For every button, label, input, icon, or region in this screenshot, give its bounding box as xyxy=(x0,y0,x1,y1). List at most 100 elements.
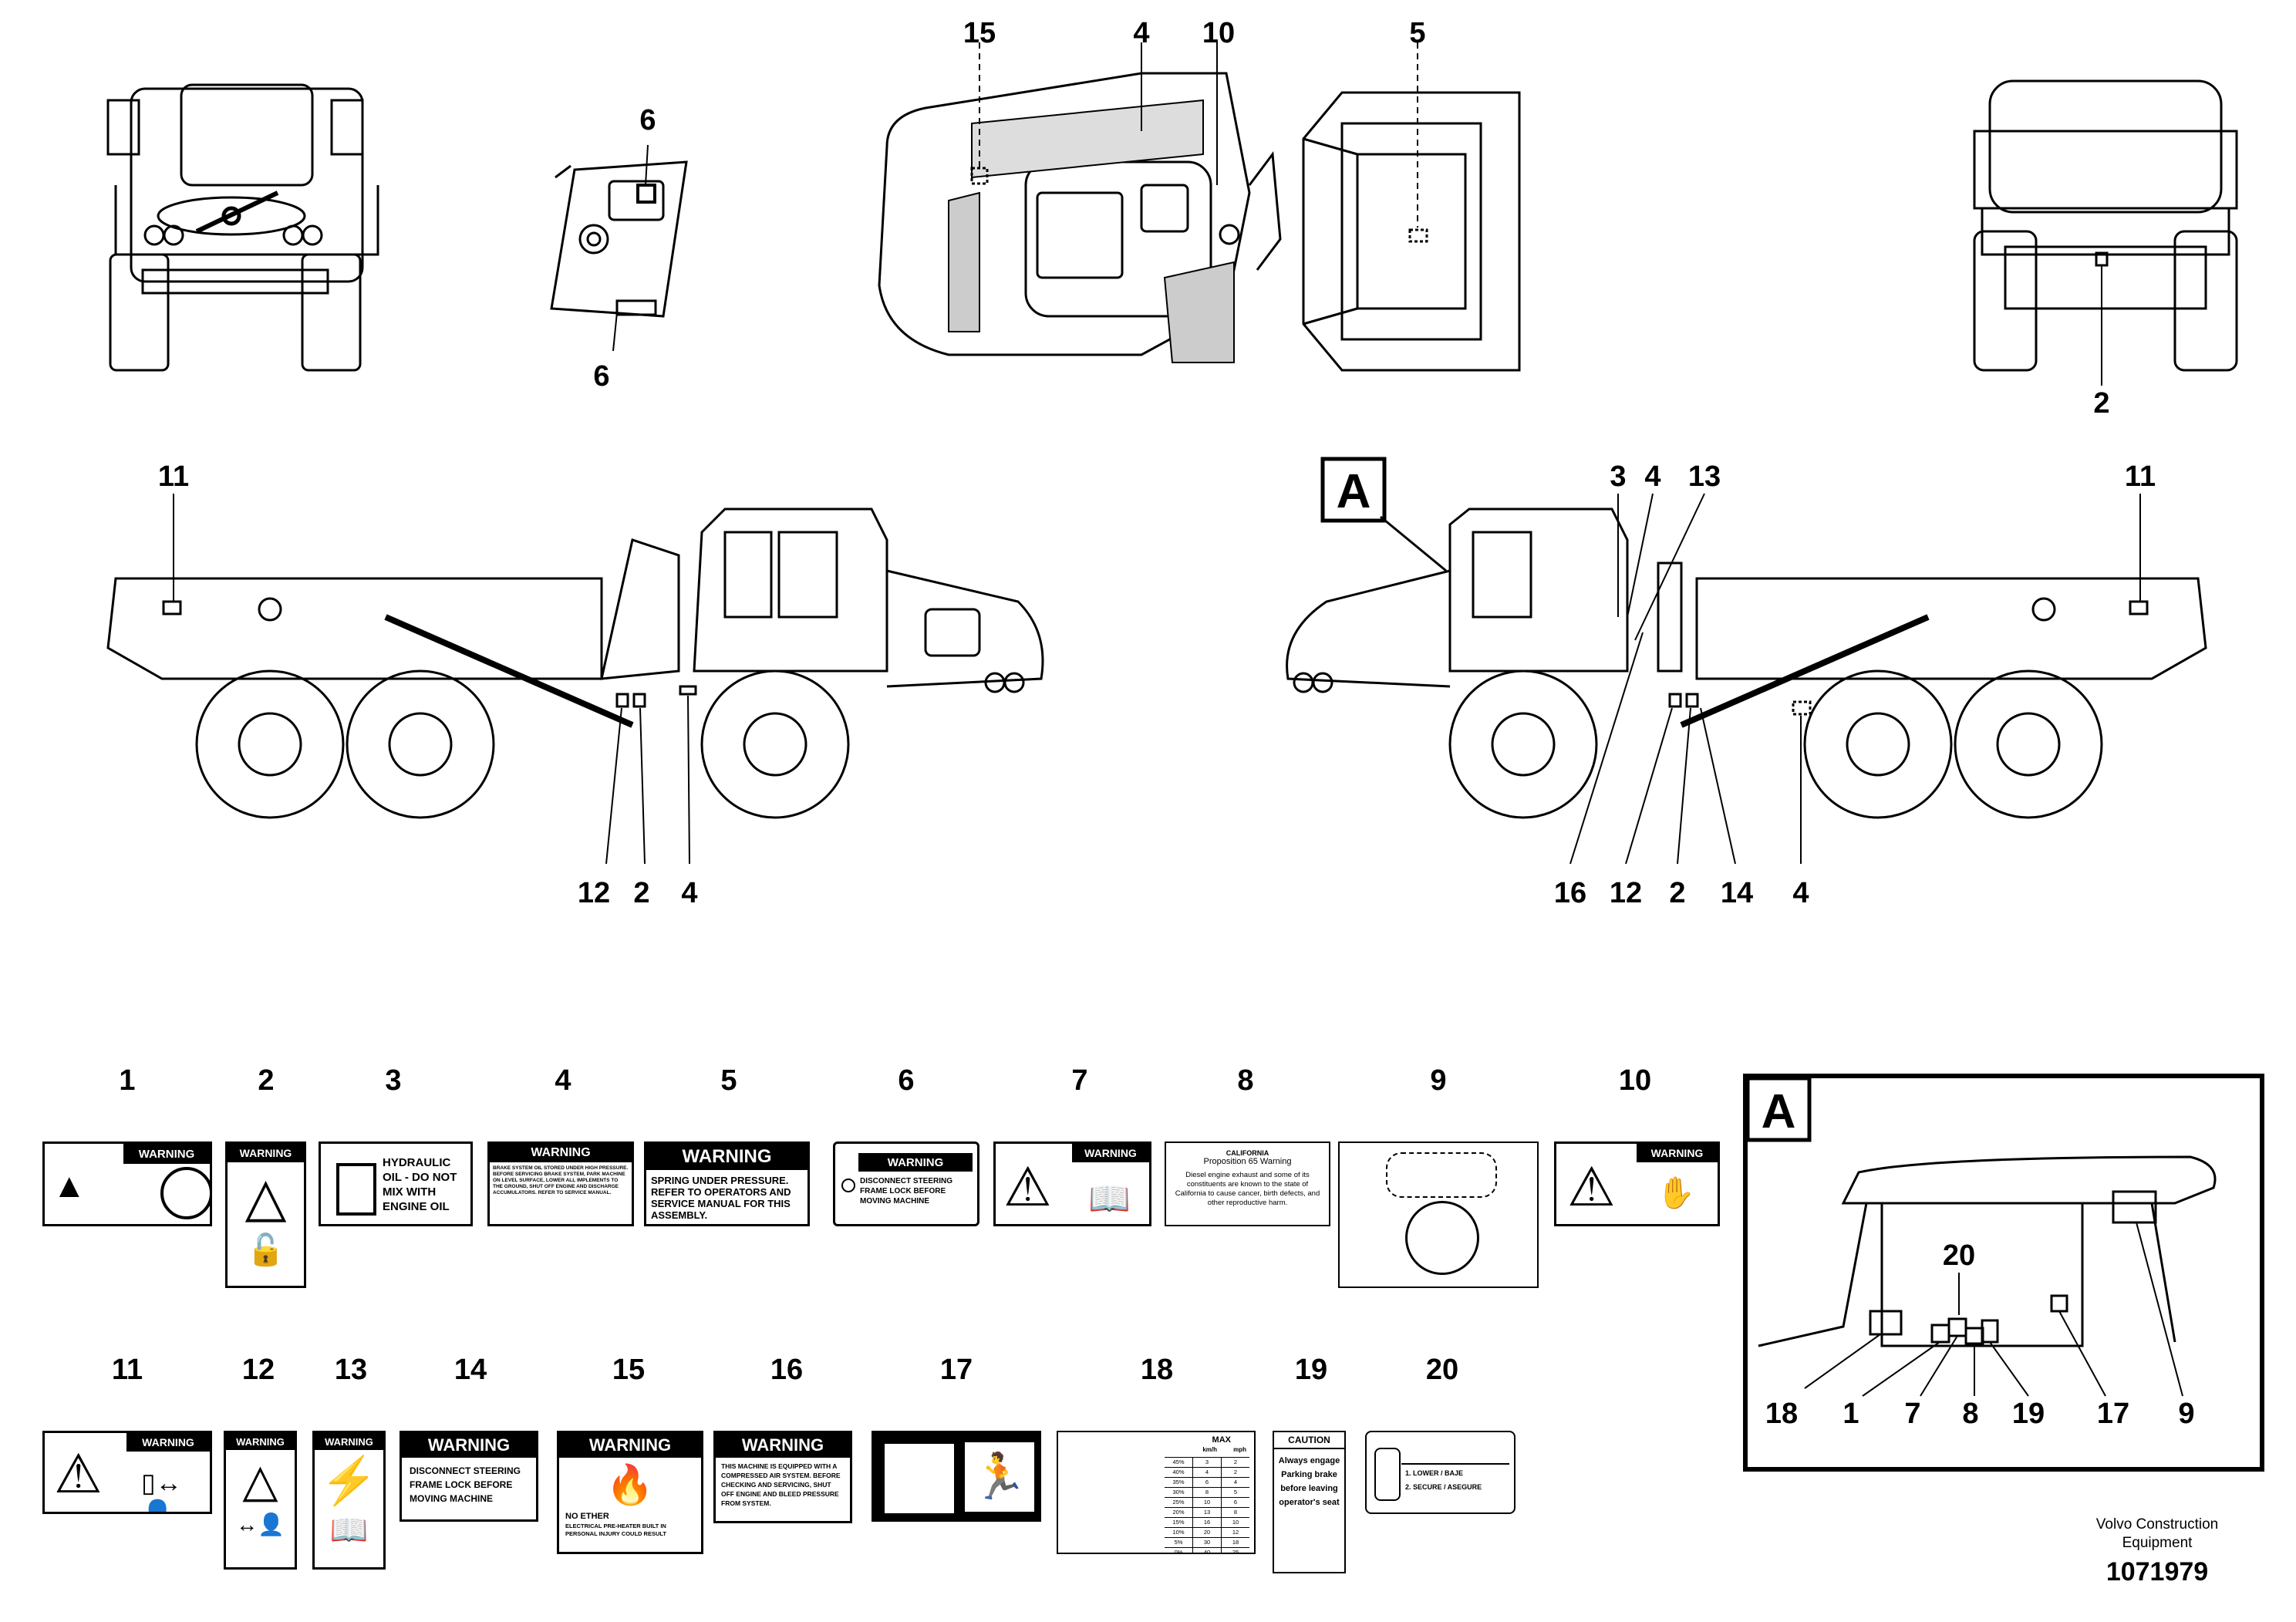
decal-number: 8 xyxy=(1237,1064,1254,1097)
grade-cell: 45% xyxy=(1172,1458,1185,1465)
grade-cell: 25% xyxy=(1172,1499,1185,1506)
decal-header: CAUTION xyxy=(1274,1432,1344,1449)
grade-cell: 10% xyxy=(1172,1529,1185,1536)
table-header-mph: mph xyxy=(1233,1446,1246,1453)
grade-cell: 6 xyxy=(1221,1498,1249,1507)
callout-2-rear: 2 xyxy=(2093,387,2109,420)
keep-distance-icon: ▯↔👤 xyxy=(141,1469,182,1514)
decal-header: WARNING xyxy=(402,1433,536,1458)
callout-3-right: 3 xyxy=(1610,460,1626,493)
detail-a-marker: A xyxy=(1337,465,1371,518)
decal-20: 1. LOWER / BAJE 2. SECURE / ASEGURE xyxy=(1365,1431,1515,1514)
detail-callout-8: 8 xyxy=(1962,1398,1978,1430)
decal-title: CALIFORNIA xyxy=(1226,1149,1269,1157)
callout-5-top: 5 xyxy=(1409,17,1425,49)
grade-cell: 18 xyxy=(1221,1538,1249,1547)
emergency-exit-icon: 🏃 xyxy=(965,1442,1034,1512)
lower-secure-diagram-icon xyxy=(1401,1440,1509,1465)
detail-callout-17: 17 xyxy=(2097,1398,2129,1430)
grade-cell: 2 xyxy=(1221,1458,1249,1467)
detail-callout-18: 18 xyxy=(1765,1398,1798,1430)
oil-reservoir-icon xyxy=(336,1163,376,1216)
grade-cell: 25 xyxy=(1221,1548,1249,1553)
decal-header: WARNING xyxy=(1072,1144,1149,1162)
electrical-hazard-icon: ⚡ xyxy=(320,1455,378,1506)
grade-cell: 20% xyxy=(1172,1509,1185,1516)
decal-line2: 2. SECURE / ASEGURE xyxy=(1405,1483,1482,1491)
decal-header: WARNING xyxy=(1637,1144,1718,1162)
grade-cell: 20 xyxy=(1192,1528,1221,1537)
grade-cell: 10 xyxy=(1221,1518,1249,1527)
decal-header: WARNING xyxy=(226,1433,295,1450)
decal-number: 9 xyxy=(1430,1064,1447,1097)
decal-number: 16 xyxy=(770,1354,804,1386)
decal-text: NO ETHER xyxy=(565,1512,609,1521)
decal-number: 6 xyxy=(898,1064,915,1097)
decal-text: BRAKE SYSTEM OIL STORED UNDER HIGH PRESS… xyxy=(493,1165,629,1195)
decal-line1: 1. LOWER / BAJE xyxy=(1405,1469,1464,1477)
grade-cell: 2 xyxy=(1221,1468,1249,1477)
detail-callout-19: 19 xyxy=(2012,1398,2045,1430)
grade-cell: 13 xyxy=(1192,1508,1221,1517)
callout-12-left: 12 xyxy=(578,877,610,909)
decal-number: 12 xyxy=(241,1354,275,1386)
decal-text: DISCONNECT STEERING FRAME LOCK BEFORE MO… xyxy=(410,1465,521,1504)
callout-13-right: 13 xyxy=(1688,460,1721,493)
keep-distance-icon: ↔👤 xyxy=(236,1512,285,1536)
grade-cell: 35% xyxy=(1172,1479,1185,1485)
warning-triangle-icon: ⚠ xyxy=(54,1444,103,1504)
decal-header: WARNING xyxy=(716,1433,850,1458)
parking-icon xyxy=(1374,1448,1401,1501)
callout-11-left: 11 xyxy=(158,460,189,493)
decal-5: WARNING SPRING UNDER PRESSURE. REFER TO … xyxy=(644,1141,810,1226)
callout-2-right: 2 xyxy=(1669,877,1685,909)
grade-cell: 10 xyxy=(1192,1498,1221,1507)
decal-subtext: ELECTRICAL PRE-HEATER BUILT IN PERSONAL … xyxy=(565,1523,666,1537)
decal-subtitle: Proposition 65 Warning xyxy=(1203,1157,1292,1166)
callout-10-top: 10 xyxy=(1202,17,1235,49)
decal-header: WARNING xyxy=(490,1144,632,1162)
manual-book-icon: 📖 xyxy=(329,1513,369,1547)
unlock-icon: 🔓 xyxy=(246,1233,285,1267)
decal-number: 14 xyxy=(453,1354,487,1386)
warning-triangle-icon: ⚠ xyxy=(1003,1157,1052,1217)
decal-header: WARNING xyxy=(123,1144,210,1164)
callout-4-top: 4 xyxy=(1133,17,1149,49)
callout-12-right: 12 xyxy=(1610,877,1642,909)
decal-text: Always engage Parking brake before leavi… xyxy=(1278,1456,1340,1507)
decal-header: WARNING xyxy=(315,1433,383,1450)
callout-16-right: 16 xyxy=(1554,877,1586,909)
grade-cell: 40 xyxy=(1192,1548,1221,1553)
table-header-kmh: km/h xyxy=(1202,1446,1217,1453)
grade-cell: 4 xyxy=(1221,1478,1249,1487)
callout-6-bottom: 6 xyxy=(593,360,609,393)
decal-7: WARNING ⚠ 📖 xyxy=(993,1141,1151,1226)
decal-number: 18 xyxy=(1140,1354,1174,1386)
grade-cell: 16 xyxy=(1192,1518,1221,1527)
grade-cell: 30 xyxy=(1192,1538,1221,1547)
part-number: 1071979 xyxy=(2106,1557,2209,1587)
grade-cell: 5 xyxy=(1221,1488,1249,1497)
decal-number: 7 xyxy=(1071,1064,1088,1097)
rear-view-truck xyxy=(1973,79,2238,386)
grade-cell: 4 xyxy=(1192,1468,1221,1477)
service-wheel-icon xyxy=(1405,1201,1479,1275)
grade-cell: 30% xyxy=(1172,1489,1185,1496)
decal-17: 🏃 xyxy=(872,1431,1041,1522)
callout-15-top: 15 xyxy=(963,17,996,49)
callout-6-top: 6 xyxy=(639,104,656,137)
decal-number: 17 xyxy=(939,1354,973,1386)
decal-header: WARNING xyxy=(126,1433,210,1452)
decal-text: Diesel engine exhaust and some of its co… xyxy=(1175,1171,1320,1207)
decal-number: 13 xyxy=(334,1354,368,1386)
decal-header: WARNING xyxy=(646,1144,807,1170)
grade-cell: 15% xyxy=(1172,1519,1185,1526)
detail-callout-7: 7 xyxy=(1904,1398,1920,1430)
decal-number: 15 xyxy=(612,1354,646,1386)
decal-4: WARNING BRAKE SYSTEM OIL STORED UNDER HI… xyxy=(487,1141,634,1226)
